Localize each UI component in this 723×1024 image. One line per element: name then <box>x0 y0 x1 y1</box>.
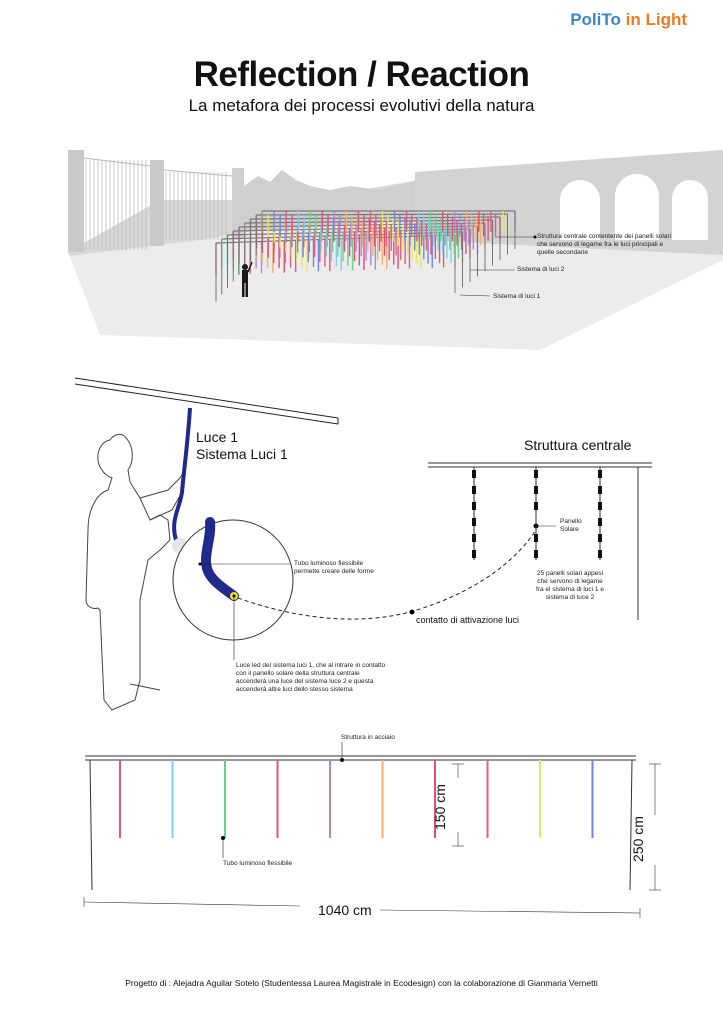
installation-grid <box>215 210 516 301</box>
brand-part-inlight: in Light <box>625 10 687 29</box>
label-sistema-luci-1: Sistema di luci 1 <box>493 293 541 300</box>
zoom-tube <box>201 517 239 601</box>
installation-beam <box>244 219 493 224</box>
dim-1040: 1040 cm <box>318 902 372 918</box>
ground-shadow <box>68 178 432 256</box>
page-title: Reflection / Reaction <box>193 55 530 94</box>
label-struttura-acciaio: Struttura in acciaio <box>341 734 395 741</box>
zoom-circle <box>172 519 294 641</box>
dimension-lines <box>83 763 661 918</box>
footer-credits: Progetto di : Alejadra Aguilar Sotelo (S… <box>125 978 598 988</box>
label-struttura: Struttura centrale contentente dei panel… <box>537 233 672 256</box>
solar-panels <box>472 470 602 558</box>
person-outline <box>85 433 187 711</box>
steel-frame <box>85 755 636 891</box>
overhead-bar <box>74 377 339 425</box>
installation-beam <box>233 225 478 232</box>
elevation-tubes <box>119 760 594 838</box>
label-led-desc: Luce led del sistema luci 1, che al intr… <box>236 662 386 693</box>
label-sistema-luci-2: Sistema di luci 2 <box>517 266 565 273</box>
dim-250: 250 cm <box>630 816 646 862</box>
left-gate <box>68 150 244 252</box>
label-sistema-luci-1-detail: Sistema Luci 1 <box>196 446 288 462</box>
activation-path <box>237 529 537 620</box>
flexible-tube <box>172 407 192 541</box>
label-struttura-centrale: Struttura centrale <box>524 437 632 453</box>
label-tubo-luminoso: Tubo luminoso flessibile permette creare… <box>294 560 374 575</box>
castle-silhouette <box>244 170 420 232</box>
gate-bars <box>85 160 227 250</box>
label-pannello-solare: Panello Solare <box>560 518 582 533</box>
label-contatto: contatto di attivazione luci <box>416 615 520 625</box>
installation-beam <box>256 213 508 216</box>
label-tubo-elevation: Tubo luminoso flessibile <box>223 860 293 867</box>
installation-beam <box>238 222 486 228</box>
installation-beam <box>227 228 471 236</box>
person-figure <box>242 261 253 297</box>
dim-150: 150 cm <box>432 784 448 830</box>
label-pannelli-desc: 25 panelli solari appesi che servono di … <box>536 570 604 601</box>
brand-part-polito: PoliTo <box>570 10 621 29</box>
installation-beam <box>221 231 463 240</box>
installation-beam <box>215 234 456 244</box>
label-luce-1: Luce 1 <box>196 429 239 445</box>
brand-logo: PoliTo in Light <box>570 10 687 30</box>
ground-plane <box>68 178 723 350</box>
installation-beam <box>250 216 501 220</box>
page-subtitle: La metafora dei processi evolutivi della… <box>188 96 535 115</box>
